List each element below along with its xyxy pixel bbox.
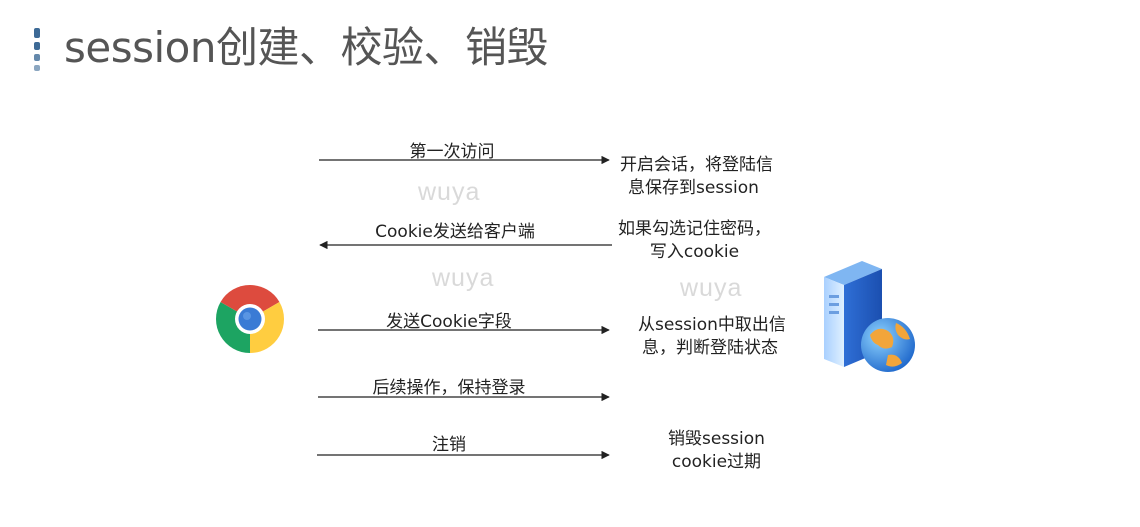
step-description: 如果勾选记住密码， 写入cookie bbox=[618, 219, 771, 262]
step-description: 从session中取出信 息，判断登陆状态 bbox=[638, 315, 786, 358]
step-description: 销毁session cookie过期 bbox=[668, 429, 765, 472]
step-label: 后续操作，保持登录 bbox=[372, 378, 526, 398]
chrome-browser-icon bbox=[215, 285, 285, 353]
step-description: 开启会话，将登陆信 息保存到session bbox=[620, 155, 773, 198]
step-label: 第一次访问 bbox=[409, 142, 495, 162]
step-label: 注销 bbox=[432, 435, 466, 455]
step-label: Cookie发送给客户端 bbox=[375, 222, 535, 242]
page-title: session创建、校验、销毁 bbox=[64, 23, 548, 72]
step-label: 发送Cookie字段 bbox=[386, 312, 512, 332]
title-marker-icon bbox=[34, 28, 42, 72]
server-globe-icon bbox=[824, 261, 915, 372]
watermark: wuya bbox=[418, 178, 481, 206]
watermark: wuya bbox=[680, 274, 743, 302]
watermark: wuya bbox=[432, 264, 495, 292]
